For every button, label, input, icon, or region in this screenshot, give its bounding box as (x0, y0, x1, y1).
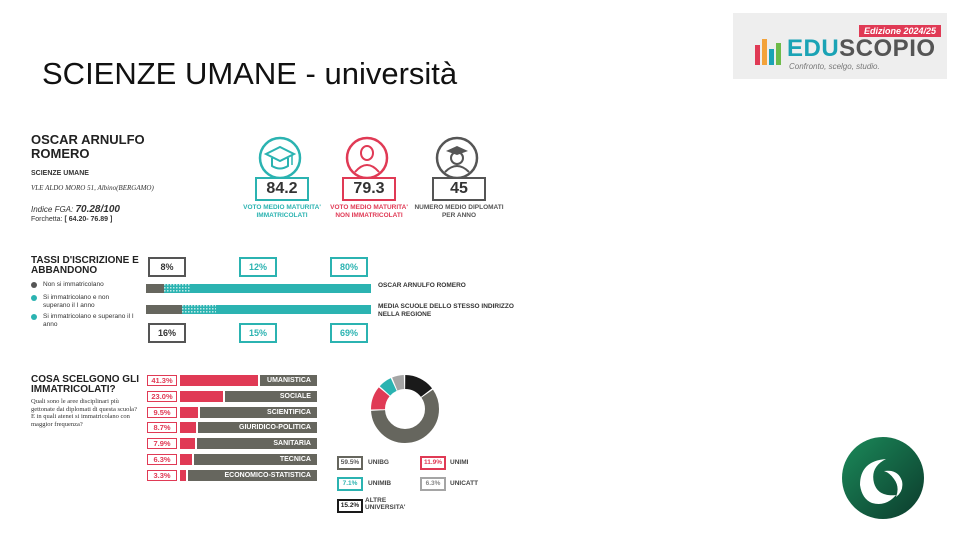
school-address: VLE ALDO MORO 51, Albino(BERGAMO) (31, 184, 154, 192)
metric-value-not-enrolled: 79.3 (342, 177, 396, 201)
area-share-bar (180, 375, 259, 386)
eduscopio-logo: Edizione 2024/25 EDUSCOPIO Confronto, sc… (733, 13, 947, 79)
choices-title: COSA SCELGONO GLI IMMATRICOLATI? (31, 374, 139, 395)
metric-label-enrolled: VOTO MEDIO MATURITA' IMMATRICOLATI (243, 204, 321, 219)
area-pct-box: 23.0% (147, 390, 177, 402)
school-not-enrolled-box: 8% (148, 257, 186, 277)
slide-title: SCIENZE UMANE - università (42, 56, 458, 91)
legend-passed: Si immatricolano e superano il I anno (31, 313, 135, 329)
region-passed-box: 69% (330, 323, 368, 343)
region-dropout-box: 15% (239, 323, 277, 343)
area-share-bar (180, 454, 192, 465)
area-label: SANITARIA (196, 438, 317, 450)
school-dropout-box: 12% (239, 257, 277, 277)
area-pct-box: 41.3% (147, 375, 177, 386)
logo-bars-icon (755, 39, 781, 65)
area-label: SOCIALE (225, 390, 317, 402)
school-rate-bar (146, 284, 371, 293)
area-label: SCIENTIFICA (199, 406, 317, 418)
metric-label-graduates: NUMERO MEDIO DIPLOMATI PER ANNO (414, 204, 504, 219)
area-label: UMANISTICA (260, 375, 317, 386)
uni-label-unimib: UNIMIB (368, 480, 392, 487)
area-pct-box: 9.5% (147, 406, 177, 418)
area-share-bar (180, 469, 187, 481)
region-bar-label: MEDIA SCUOLE DELLO STESSO INDIRIZZO NELL… (378, 303, 514, 318)
region-not-enrolled-box: 16% (148, 323, 186, 343)
metric-value-enrolled: 84.2 (255, 177, 309, 201)
legend-not-enrolled: Non si immatricolano (31, 281, 135, 289)
area-share-bar (180, 390, 224, 402)
uni-box-unimib: 7.1% (337, 477, 363, 491)
uni-box-unibg: 59.5% (337, 456, 363, 470)
uni-box-other: 15.2% (337, 499, 363, 513)
metric-value-graduates: 45 (432, 177, 486, 201)
school-bar-label: OSCAR ARNULFO ROMERO (378, 282, 466, 289)
uni-label-unimi: UNIMI (450, 459, 469, 466)
uni-label-unicatt: UNICATT (450, 480, 479, 487)
area-share-bar (180, 422, 197, 434)
school-name: OSCAR ARNULFO ROMERO (31, 132, 145, 161)
area-pct-box: 8.7% (147, 422, 177, 434)
area-share-bar (180, 406, 198, 418)
logo-wordmark: EDUSCOPIO (787, 35, 936, 62)
uni-box-unicatt: 6.3% (420, 477, 446, 491)
metric-label-not-enrolled: VOTO MEDIO MATURITA' NON IMMATRICOLATI (330, 204, 408, 219)
legend-dropout: Si immatricolano e non superano il I ann… (31, 294, 135, 310)
school-passed-box: 80% (330, 257, 368, 277)
school-department: SCIENZE UMANE (31, 170, 89, 177)
area-label: ECONOMICO-STATISTICA (188, 469, 317, 481)
logo-tagline: Confronto, scelgo, studio. (789, 62, 880, 71)
area-pct-box: 6.3% (147, 454, 177, 465)
rates-title: TASSI D'ISCRIZIONE E ABBANDONO (31, 255, 139, 276)
area-share-bar (180, 438, 195, 450)
rates-bars (146, 284, 371, 314)
donut-slice-unimi (371, 375, 439, 443)
area-label: GIURIDICO-POLITICA (198, 422, 317, 434)
area-label: TECNICA (193, 454, 317, 465)
fga-index: Indice FGA: 70.28/100 (31, 204, 120, 215)
uni-label-unibg: UNIBG (368, 459, 389, 466)
area-pct-box: 7.9% (147, 438, 177, 450)
edition-badge: Edizione 2024/25 (858, 25, 941, 37)
universities-donut (371, 375, 439, 443)
school-emblem-icon (842, 437, 924, 519)
area-pct-box: 3.3% (147, 469, 177, 481)
uni-label-other: ALTRE UNIVERSITA' (365, 497, 406, 511)
person-icon (345, 136, 389, 180)
graduation-cap-icon (258, 136, 302, 180)
fga-range: Forchetta: [ 64.20- 76.89 ] (31, 216, 113, 223)
region-rate-bar (146, 305, 371, 314)
choices-description: Quali sono le aree disciplinari più gett… (31, 398, 137, 428)
uni-box-unimi: 11.9% (420, 456, 446, 470)
donut-slice-unibg (371, 375, 439, 443)
student-icon (435, 136, 479, 180)
